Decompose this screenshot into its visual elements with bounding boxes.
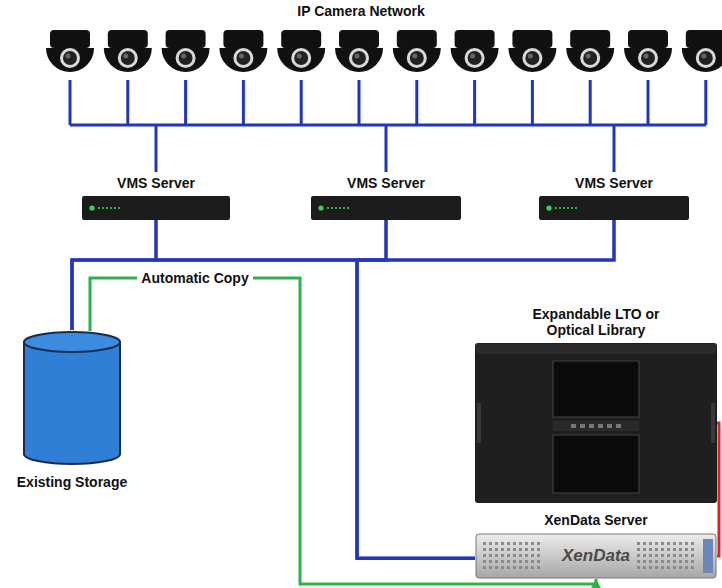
camera-drop [69,80,72,125]
storage-cylinder: Existing Storage [10,330,134,490]
dome-cameras [46,30,722,72]
connector-line [357,220,475,558]
vms-server: VMS Server [538,175,690,220]
node-label: VMS Server [80,175,232,191]
dome-camera [566,30,614,72]
logo-text: XenData [562,547,630,565]
camera-drop [589,80,592,125]
server-drop [155,125,158,172]
camera-drop [647,80,650,125]
dome-camera [219,30,267,72]
camera-drop [184,80,187,125]
dome-camera [46,30,94,72]
node-label: Existing Storage [10,474,134,490]
camera-drop [242,80,245,125]
vms-server: VMS Server [80,175,232,220]
node-label: VMS Server [538,175,690,191]
tape-library-shape [475,343,717,503]
connector-label: Automatic Copy [137,270,252,286]
vms-server-shape [82,196,230,220]
camera-wires [70,80,706,172]
network-bus [70,124,706,127]
camera-drop [531,80,534,125]
dome-camera [104,30,152,72]
node-label: VMS Server [310,175,462,191]
dome-camera [335,30,383,72]
camera-drop [300,80,303,125]
arrow-head [590,579,602,588]
dome-camera [624,30,672,72]
storage-cylinder-shape [22,330,122,466]
connector-line [717,423,719,556]
camera-drop [358,80,361,125]
dome-camera [393,30,441,72]
node-label: Expandable LTO or Optical Library [516,306,676,338]
camera-drop [126,80,129,125]
dome-camera [682,30,722,72]
xendata-server: XenData Server [475,512,717,579]
camera-drop [704,80,707,125]
vms-server-shape [311,196,461,220]
dome-camera [508,30,556,72]
server-drop [385,125,388,172]
camera-drop [415,80,418,125]
dome-camera [162,30,210,72]
diagram-title: IP Camera Network [0,3,722,19]
vms-server: VMS Server [310,175,462,220]
connector-line [72,220,386,330]
tape-library: Expandable LTO or Optical Library [475,306,717,503]
dome-camera [451,30,499,72]
node-label: XenData Server [475,512,717,528]
vms-server-shape [539,196,689,220]
server-drop [613,125,616,172]
camera-drop [473,80,476,125]
dome-camera [277,30,325,72]
